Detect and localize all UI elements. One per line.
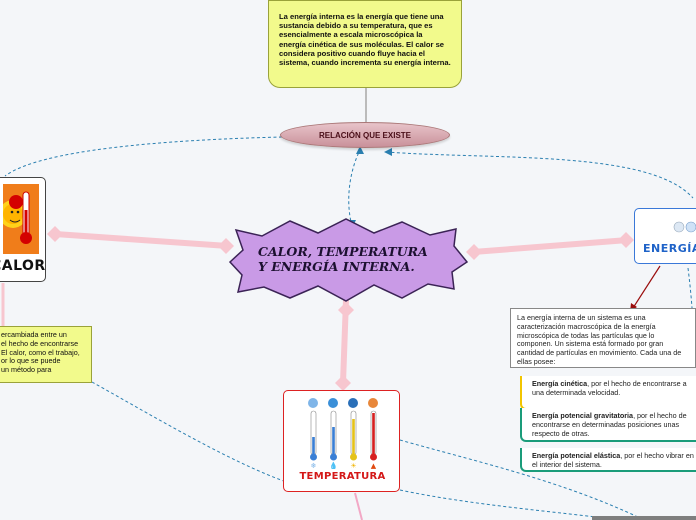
arrow-energia-to-info bbox=[632, 265, 661, 309]
energy-type-desc: , por el hecho de encontrarse a una dete… bbox=[532, 379, 687, 397]
energia-info-text: La energía interna de un sistema es una … bbox=[517, 313, 682, 366]
energia-card[interactable]: ENERGÍA bbox=[634, 208, 696, 264]
thermometer-hot: ▲ bbox=[368, 398, 378, 469]
calor-image-bg bbox=[0, 184, 39, 254]
calor-card[interactable]: CALOR bbox=[0, 177, 46, 282]
link-main-to-relation bbox=[348, 149, 361, 227]
energy-type-desc: , por el hecho vibrar en el interior del… bbox=[532, 451, 694, 469]
temperatura-card[interactable]: ❄ 💧 ☀ ▲ TEMPERATURA bbox=[283, 390, 400, 492]
calor-note-line5: un método para bbox=[1, 365, 52, 375]
diamond-main-bottom bbox=[338, 302, 354, 318]
arrow-head-relation-left bbox=[356, 146, 364, 154]
main-node-line2: Y ENERGÍA INTERNA. bbox=[258, 259, 415, 274]
relation-label: RELACIÓN QUE EXISTE bbox=[318, 130, 411, 140]
link-relation-to-energia bbox=[385, 151, 694, 199]
thermometer-cold: ❄ bbox=[308, 398, 318, 469]
link-calor-note-to-bottom bbox=[91, 381, 316, 491]
svg-text:❄: ❄ bbox=[311, 462, 317, 469]
temperatura-label: TEMPERATURA bbox=[299, 471, 386, 482]
calor-note-line2: el hecho de encontrarse bbox=[1, 338, 79, 348]
energy-type-item[interactable]: Energía potencial elástica, por el hecho… bbox=[520, 448, 696, 472]
calor-label: CALOR bbox=[0, 258, 46, 274]
thermometer-warm: ☀ bbox=[348, 398, 358, 469]
energy-type-desc: , por el hecho de encontrarse en determi… bbox=[532, 411, 687, 438]
connector-main-to-energia bbox=[472, 237, 629, 255]
energy-type-title: Energía potencial elástica bbox=[532, 451, 621, 460]
energy-type-item[interactable]: Energía cinética, por el hecho de encont… bbox=[520, 376, 696, 410]
main-node-line1: CALOR, TEMPERATURA bbox=[258, 244, 428, 259]
calor-note-line1: ercambiada entre un bbox=[1, 330, 67, 339]
energy-type-title: Energía potencial gravitatoria bbox=[532, 411, 634, 420]
energy-type-title: Energía cinética bbox=[532, 379, 588, 388]
main-node-shape[interactable] bbox=[228, 218, 469, 302]
relation-node[interactable]: RELACIÓN QUE EXISTE bbox=[280, 122, 450, 148]
energy-icons bbox=[673, 221, 696, 233]
top-note-text: La energía interna es la energía que tie… bbox=[279, 12, 451, 68]
svg-text:▲: ▲ bbox=[371, 462, 377, 469]
energia-info-box[interactable]: La energía interna de un sistema es una … bbox=[510, 308, 696, 368]
energia-label: ENERGÍA bbox=[643, 242, 696, 255]
top-note[interactable]: La energía interna es la energía que tie… bbox=[268, 0, 462, 88]
arrow-head-relation-right bbox=[384, 148, 392, 156]
connector-main-to-calor bbox=[54, 231, 229, 249]
main-node-title: CALOR, TEMPERATURA Y ENERGÍA INTERNA. bbox=[258, 244, 448, 274]
calor-note[interactable]: ercambiada entre un el hecho de encontra… bbox=[0, 326, 92, 383]
cropped-node-bottom-right[interactable] bbox=[592, 516, 696, 520]
energy-type-item[interactable]: Energía potencial gravitatoria, por el h… bbox=[520, 408, 696, 442]
calor-note-line4: or lo que se puede bbox=[1, 356, 61, 366]
calor-note-line3: El calor, como el trabajo, bbox=[1, 347, 80, 357]
diamond-calor-side bbox=[47, 226, 63, 242]
thermometer-cool: 💧 bbox=[328, 398, 338, 469]
connector-temperatura-down bbox=[354, 492, 363, 520]
thermometers-icon: ❄ 💧 ☀ ▲ bbox=[308, 398, 378, 469]
diamond-energia-side bbox=[618, 232, 634, 248]
diamond-temperatura-top bbox=[335, 375, 351, 391]
energy-types-list: Energía cinética, por el hecho de encont… bbox=[520, 368, 696, 518]
svg-text:💧: 💧 bbox=[329, 461, 338, 469]
diamond-main-left bbox=[218, 238, 234, 254]
svg-text:☀: ☀ bbox=[350, 462, 356, 469]
diamond-main-right bbox=[466, 244, 482, 260]
link-relation-to-calor bbox=[4, 136, 283, 177]
sun-thermometer-icon bbox=[0, 191, 32, 244]
link-temperatura-to-right bbox=[399, 439, 641, 519]
